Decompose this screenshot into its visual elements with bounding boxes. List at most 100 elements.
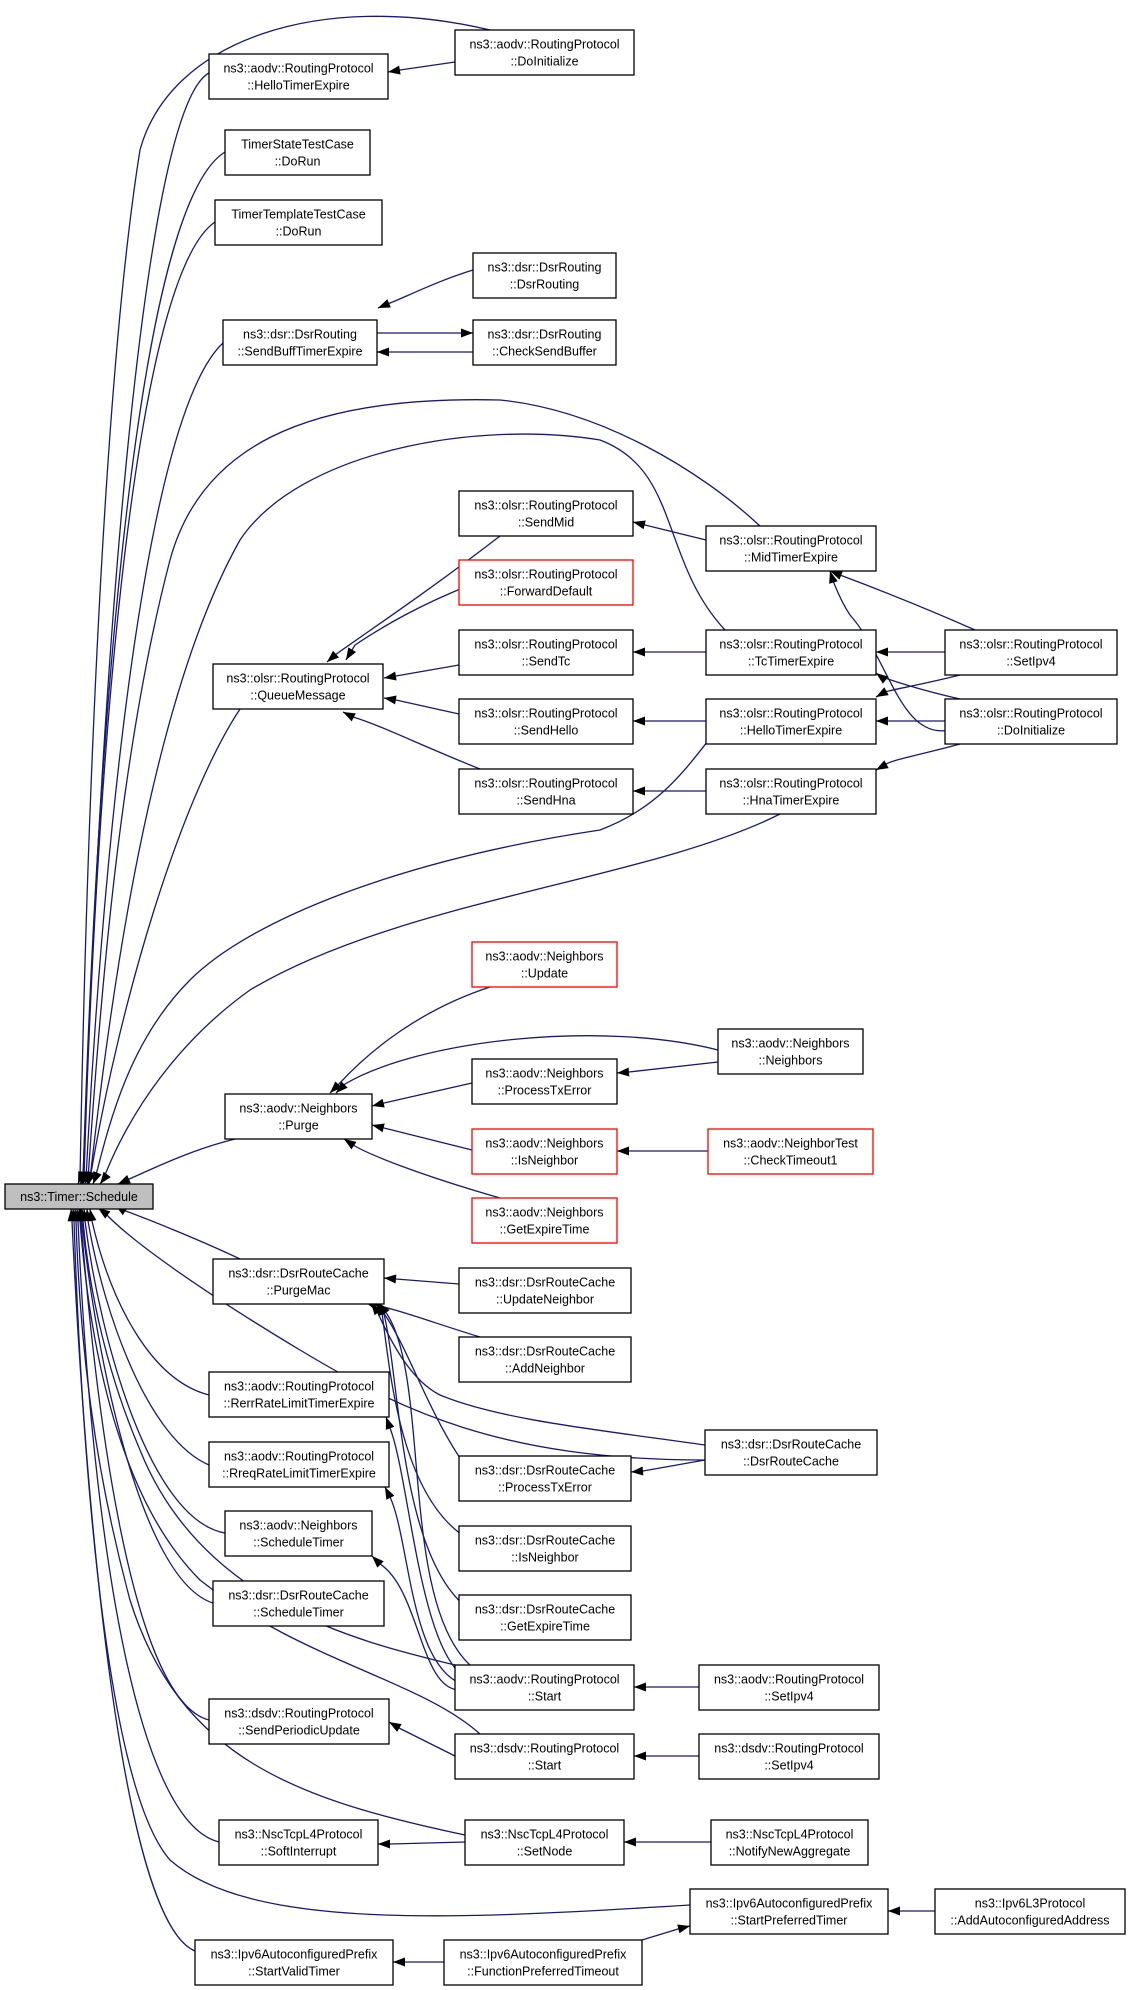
edge-line xyxy=(70,1208,196,1952)
node-label-line: ::GetExpireTime xyxy=(500,1620,590,1634)
node-olsr-sendtc[interactable]: ns3::olsr::RoutingProtocol::SendTc xyxy=(458,629,634,676)
node-label-line: ns3::olsr::RoutingProtocol xyxy=(226,672,369,686)
node-aodv-rreq[interactable]: ns3::aodv::RoutingProtocol::RreqRateLimi… xyxy=(208,1441,390,1488)
node-olsr-tcexp[interactable]: ns3::olsr::RoutingProtocol::TcTimerExpir… xyxy=(705,629,877,676)
edge-line xyxy=(77,15,491,1185)
edge-line xyxy=(345,584,471,661)
node-box xyxy=(698,1733,880,1780)
node-box xyxy=(194,1939,394,1986)
node-box xyxy=(471,1197,618,1244)
node-rc-sched[interactable]: ns3::dsr::DsrRouteCache::ScheduleTimer xyxy=(212,1580,385,1627)
node-olsr-sendmid[interactable]: ns3::olsr::RoutingProtocol::SendMid xyxy=(458,490,634,537)
node-nb-ptxerr[interactable]: ns3::aodv::Neighbors::ProcessTxError xyxy=(471,1058,618,1105)
node-nb-neighbors[interactable]: ns3::aodv::Neighbors::Neighbors xyxy=(717,1028,864,1075)
node-aodv-setipv4[interactable]: ns3::aodv::RoutingProtocol::SetIpv4 xyxy=(698,1664,880,1711)
node-timertemplate[interactable]: TimerTemplateTestCase::DoRun xyxy=(214,199,383,246)
edge-ipv6l3_add-to-ipv6_startpref xyxy=(888,1906,935,1916)
node-aodv-start[interactable]: ns3::aodv::RoutingProtocol::Start xyxy=(454,1664,635,1711)
node-ipv6l3-add[interactable]: ns3::Ipv6L3Protocol::AddAutoconfiguredAd… xyxy=(934,1888,1126,1935)
node-olsr-hnaexp[interactable]: ns3::olsr::RoutingProtocol::HnaTimerExpi… xyxy=(705,768,877,815)
edge-arrowhead xyxy=(385,1487,395,1500)
node-rc-ptxerr[interactable]: ns3::dsr::DsrRouteCache::ProcessTxError xyxy=(458,1455,632,1502)
node-box xyxy=(212,663,384,710)
node-box xyxy=(454,29,635,76)
node-label-line: ::SendBuffTimerExpire xyxy=(237,345,362,359)
node-box xyxy=(222,319,378,366)
node-label-line: ns3::olsr::RoutingProtocol xyxy=(474,568,617,582)
node-box xyxy=(224,129,371,176)
node-dsdv-setipv4[interactable]: ns3::dsdv::RoutingProtocol::SetIpv4 xyxy=(698,1733,880,1780)
edges-layer xyxy=(67,15,976,1967)
node-ipv6-funcpref[interactable]: ns3::Ipv6AutoconfiguredPrefix::FunctionP… xyxy=(443,1939,643,1986)
node-olsr-midexp[interactable]: ns3::olsr::RoutingProtocol::MidTimerExpi… xyxy=(705,525,877,572)
edge-line xyxy=(829,570,976,631)
node-box xyxy=(208,1441,390,1488)
node-dsdv-start[interactable]: ns3::dsdv::RoutingProtocol::Start xyxy=(454,1733,635,1780)
node-aodv-rerr[interactable]: ns3::aodv::RoutingProtocol::RerrRateLimi… xyxy=(208,1371,390,1418)
node-nb-isnb[interactable]: ns3::aodv::Neighbors::IsNeighbor xyxy=(471,1128,618,1175)
node-timer-schedule[interactable]: ns3::Timer::Schedule xyxy=(4,1183,154,1210)
node-nb-getexp[interactable]: ns3::aodv::Neighbors::GetExpireTime xyxy=(471,1197,618,1244)
edge-line xyxy=(616,1061,719,1074)
node-dsr-checksend[interactable]: ns3::dsr::DsrRouting::CheckSendBuffer xyxy=(472,319,617,366)
node-label-line: ns3::aodv::RoutingProtocol xyxy=(223,62,373,76)
edge-olsr_sendhello-to-olsr_queue xyxy=(383,695,460,715)
edge-olsr_sendhna-to-olsr_queue xyxy=(342,711,481,770)
node-olsr-helloexp[interactable]: ns3::olsr::RoutingProtocol::HelloTimerEx… xyxy=(705,698,877,745)
node-box xyxy=(717,1028,864,1075)
edge-rc_ptxerr-to-rc_purgemac xyxy=(375,1302,473,1476)
node-timerstate[interactable]: TimerStateTestCase::DoRun xyxy=(224,129,371,176)
edge-olsr_helloexp-to-olsr_sendhello xyxy=(633,716,706,726)
node-label-line: ns3::dsdv::RoutingProtocol xyxy=(714,1742,863,1756)
edge-line xyxy=(371,1555,461,1691)
node-rc-addnb[interactable]: ns3::dsr::DsrRouteCache::AddNeighbor xyxy=(458,1336,632,1383)
node-box xyxy=(218,1819,379,1866)
node-box xyxy=(471,941,618,988)
node-box xyxy=(208,1698,390,1745)
edge-line xyxy=(385,1416,471,1681)
node-label-line: ns3::olsr::RoutingProtocol xyxy=(959,638,1102,652)
node-label-line: ns3::dsr::DsrRouteCache xyxy=(475,1534,615,1548)
node-aodv-doinit[interactable]: ns3::aodv::RoutingProtocol::DoInitialize xyxy=(454,29,635,76)
edge-arrowhead xyxy=(617,1067,630,1077)
node-label-line: ns3::aodv::Neighbors xyxy=(239,1519,357,1533)
node-nsc-notify[interactable]: ns3::NscTcpL4Protocol::NotifyNewAggregat… xyxy=(710,1819,869,1866)
node-label-line: TimerStateTestCase xyxy=(241,138,354,152)
node-nbtest[interactable]: ns3::aodv::NeighborTest::CheckTimeout1 xyxy=(707,1128,874,1175)
edge-arrowhead xyxy=(385,1417,395,1430)
node-nb-update[interactable]: ns3::aodv::Neighbors::Update xyxy=(471,941,618,988)
node-label-line: ::HelloTimerExpire xyxy=(247,79,349,93)
node-nb-sched[interactable]: ns3::aodv::Neighbors::ScheduleTimer xyxy=(224,1510,373,1557)
node-label-line: ::PurgeMac xyxy=(267,1284,331,1298)
node-label-line: ns3::olsr::RoutingProtocol xyxy=(474,638,617,652)
node-olsr-setipv4[interactable]: ns3::olsr::RoutingProtocol::SetIpv4 xyxy=(944,629,1118,676)
node-rc-rc[interactable]: ns3::dsr::DsrRouteCache::DsrRouteCache xyxy=(704,1429,878,1476)
node-olsr-doinit[interactable]: ns3::olsr::RoutingProtocol::DoInitialize xyxy=(944,698,1118,745)
node-rc-getexp[interactable]: ns3::dsr::DsrRouteCache::GetExpireTime xyxy=(458,1594,632,1641)
node-rc-updnb[interactable]: ns3::dsr::DsrRouteCache::UpdateNeighbor xyxy=(458,1267,632,1314)
node-olsr-sendhna[interactable]: ns3::olsr::RoutingProtocol::SendHna xyxy=(458,768,634,815)
edge-line xyxy=(82,221,216,1185)
node-rc-purgemac[interactable]: ns3::dsr::DsrRouteCache::PurgeMac xyxy=(212,1258,385,1305)
node-ipv6-startvalid[interactable]: ns3::Ipv6AutoconfiguredPrefix::StartVali… xyxy=(194,1939,394,1986)
node-box xyxy=(944,629,1118,676)
edge-olsr_hnaexp-to-olsr_sendhna xyxy=(633,786,706,796)
node-olsr-queue[interactable]: ns3::olsr::RoutingProtocol::QueueMessage xyxy=(212,663,384,710)
node-nsc-softint[interactable]: ns3::NscTcpL4Protocol::SoftInterrupt xyxy=(218,1819,379,1866)
edge-line xyxy=(99,813,781,1185)
node-nb-purge[interactable]: ns3::aodv::Neighbors::Purge xyxy=(224,1093,373,1140)
node-label-line: ns3::aodv::RoutingProtocol xyxy=(469,38,619,52)
node-olsr-fwd[interactable]: ns3::olsr::RoutingProtocol::ForwardDefau… xyxy=(458,559,634,606)
node-aodv-hello[interactable]: ns3::aodv::RoutingProtocol::HelloTimerEx… xyxy=(208,53,389,100)
node-dsdv-periodic[interactable]: ns3::dsdv::RoutingProtocol::SendPeriodic… xyxy=(208,1698,390,1745)
node-ipv6-startpref[interactable]: ns3::Ipv6AutoconfiguredPrefix::StartPref… xyxy=(689,1888,889,1935)
edge-rc_getexp-to-rc_purgemac xyxy=(377,1302,471,1611)
node-box xyxy=(934,1888,1126,1935)
node-dsr-sendbuff[interactable]: ns3::dsr::DsrRouting::SendBuffTimerExpir… xyxy=(222,319,378,366)
node-nsc-setnode[interactable]: ns3::NscTcpL4Protocol::SetNode xyxy=(464,1819,625,1866)
edge-rc_rc-to-rc_purgemac xyxy=(370,1302,706,1446)
node-olsr-sendhello[interactable]: ns3::olsr::RoutingProtocol::SendHello xyxy=(458,698,634,745)
edge-nb_neighbors-to-nb_ptxerr xyxy=(616,1061,719,1077)
node-rc-isnb[interactable]: ns3::dsr::DsrRouteCache::IsNeighbor xyxy=(458,1525,632,1572)
node-dsr-dsrrouting[interactable]: ns3::dsr::DsrRouting::DsrRouting xyxy=(472,252,617,299)
